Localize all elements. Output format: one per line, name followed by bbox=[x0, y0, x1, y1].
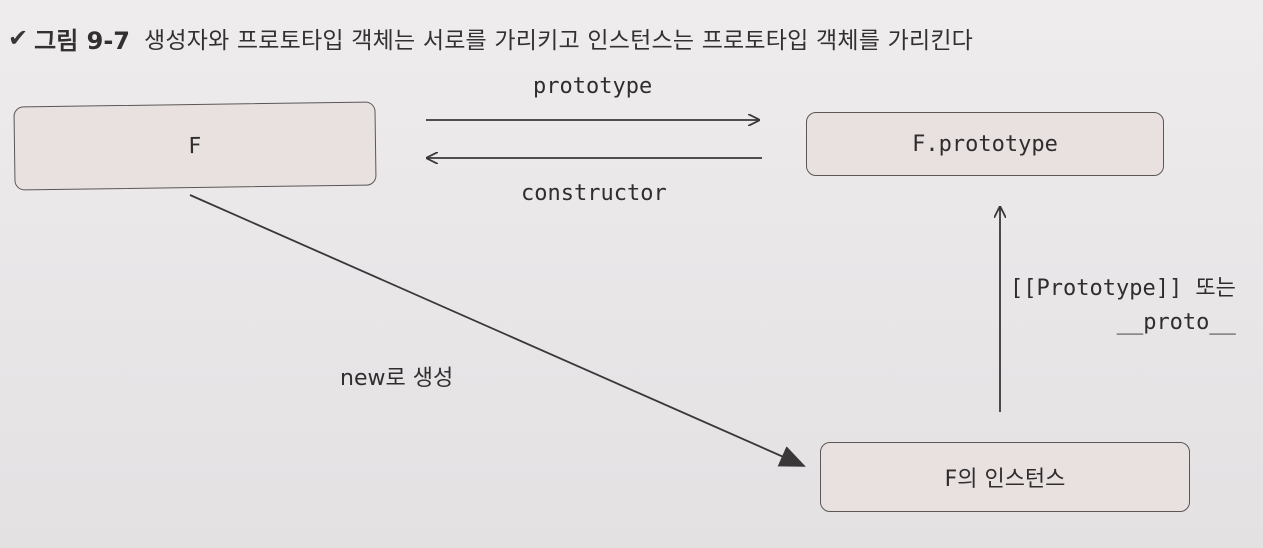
instance-node: F의 인스턴스 bbox=[820, 442, 1190, 512]
proto-link-edge-label: [[Prototype]] 또는 __proto__ bbox=[1010, 272, 1236, 340]
figure-number: 그림 9-7 bbox=[34, 26, 130, 55]
prototype-node-label: F.prototype bbox=[912, 131, 1058, 157]
prototype-edge-label: prototype bbox=[533, 74, 653, 99]
caption-text: 생성자와 프로토타입 객체는 서로를 가리키고 인스턴스는 프로토타입 객체를 … bbox=[143, 28, 974, 54]
constructor-node: F bbox=[13, 101, 377, 191]
proto-link-label-line2: __proto__ bbox=[1116, 310, 1236, 335]
checkmark-icon: ✔ bbox=[8, 24, 29, 52]
new-edge-label: new로 생성 bbox=[340, 366, 454, 391]
constructor-edge-label: constructor bbox=[521, 181, 667, 206]
constructor-node-label: F bbox=[188, 133, 202, 159]
new-creation-arrow bbox=[189, 194, 806, 467]
prototype-node: F.prototype bbox=[806, 112, 1164, 176]
figure-caption: ✔ 그림 9-7 생성자와 프로토타입 객체는 서로를 가리키고 인스턴스는 프… bbox=[8, 18, 973, 58]
instance-node-label: F의 인스턴스 bbox=[944, 467, 1066, 492]
proto-link-label-line1: [[Prototype]] 또는 bbox=[1010, 276, 1236, 301]
